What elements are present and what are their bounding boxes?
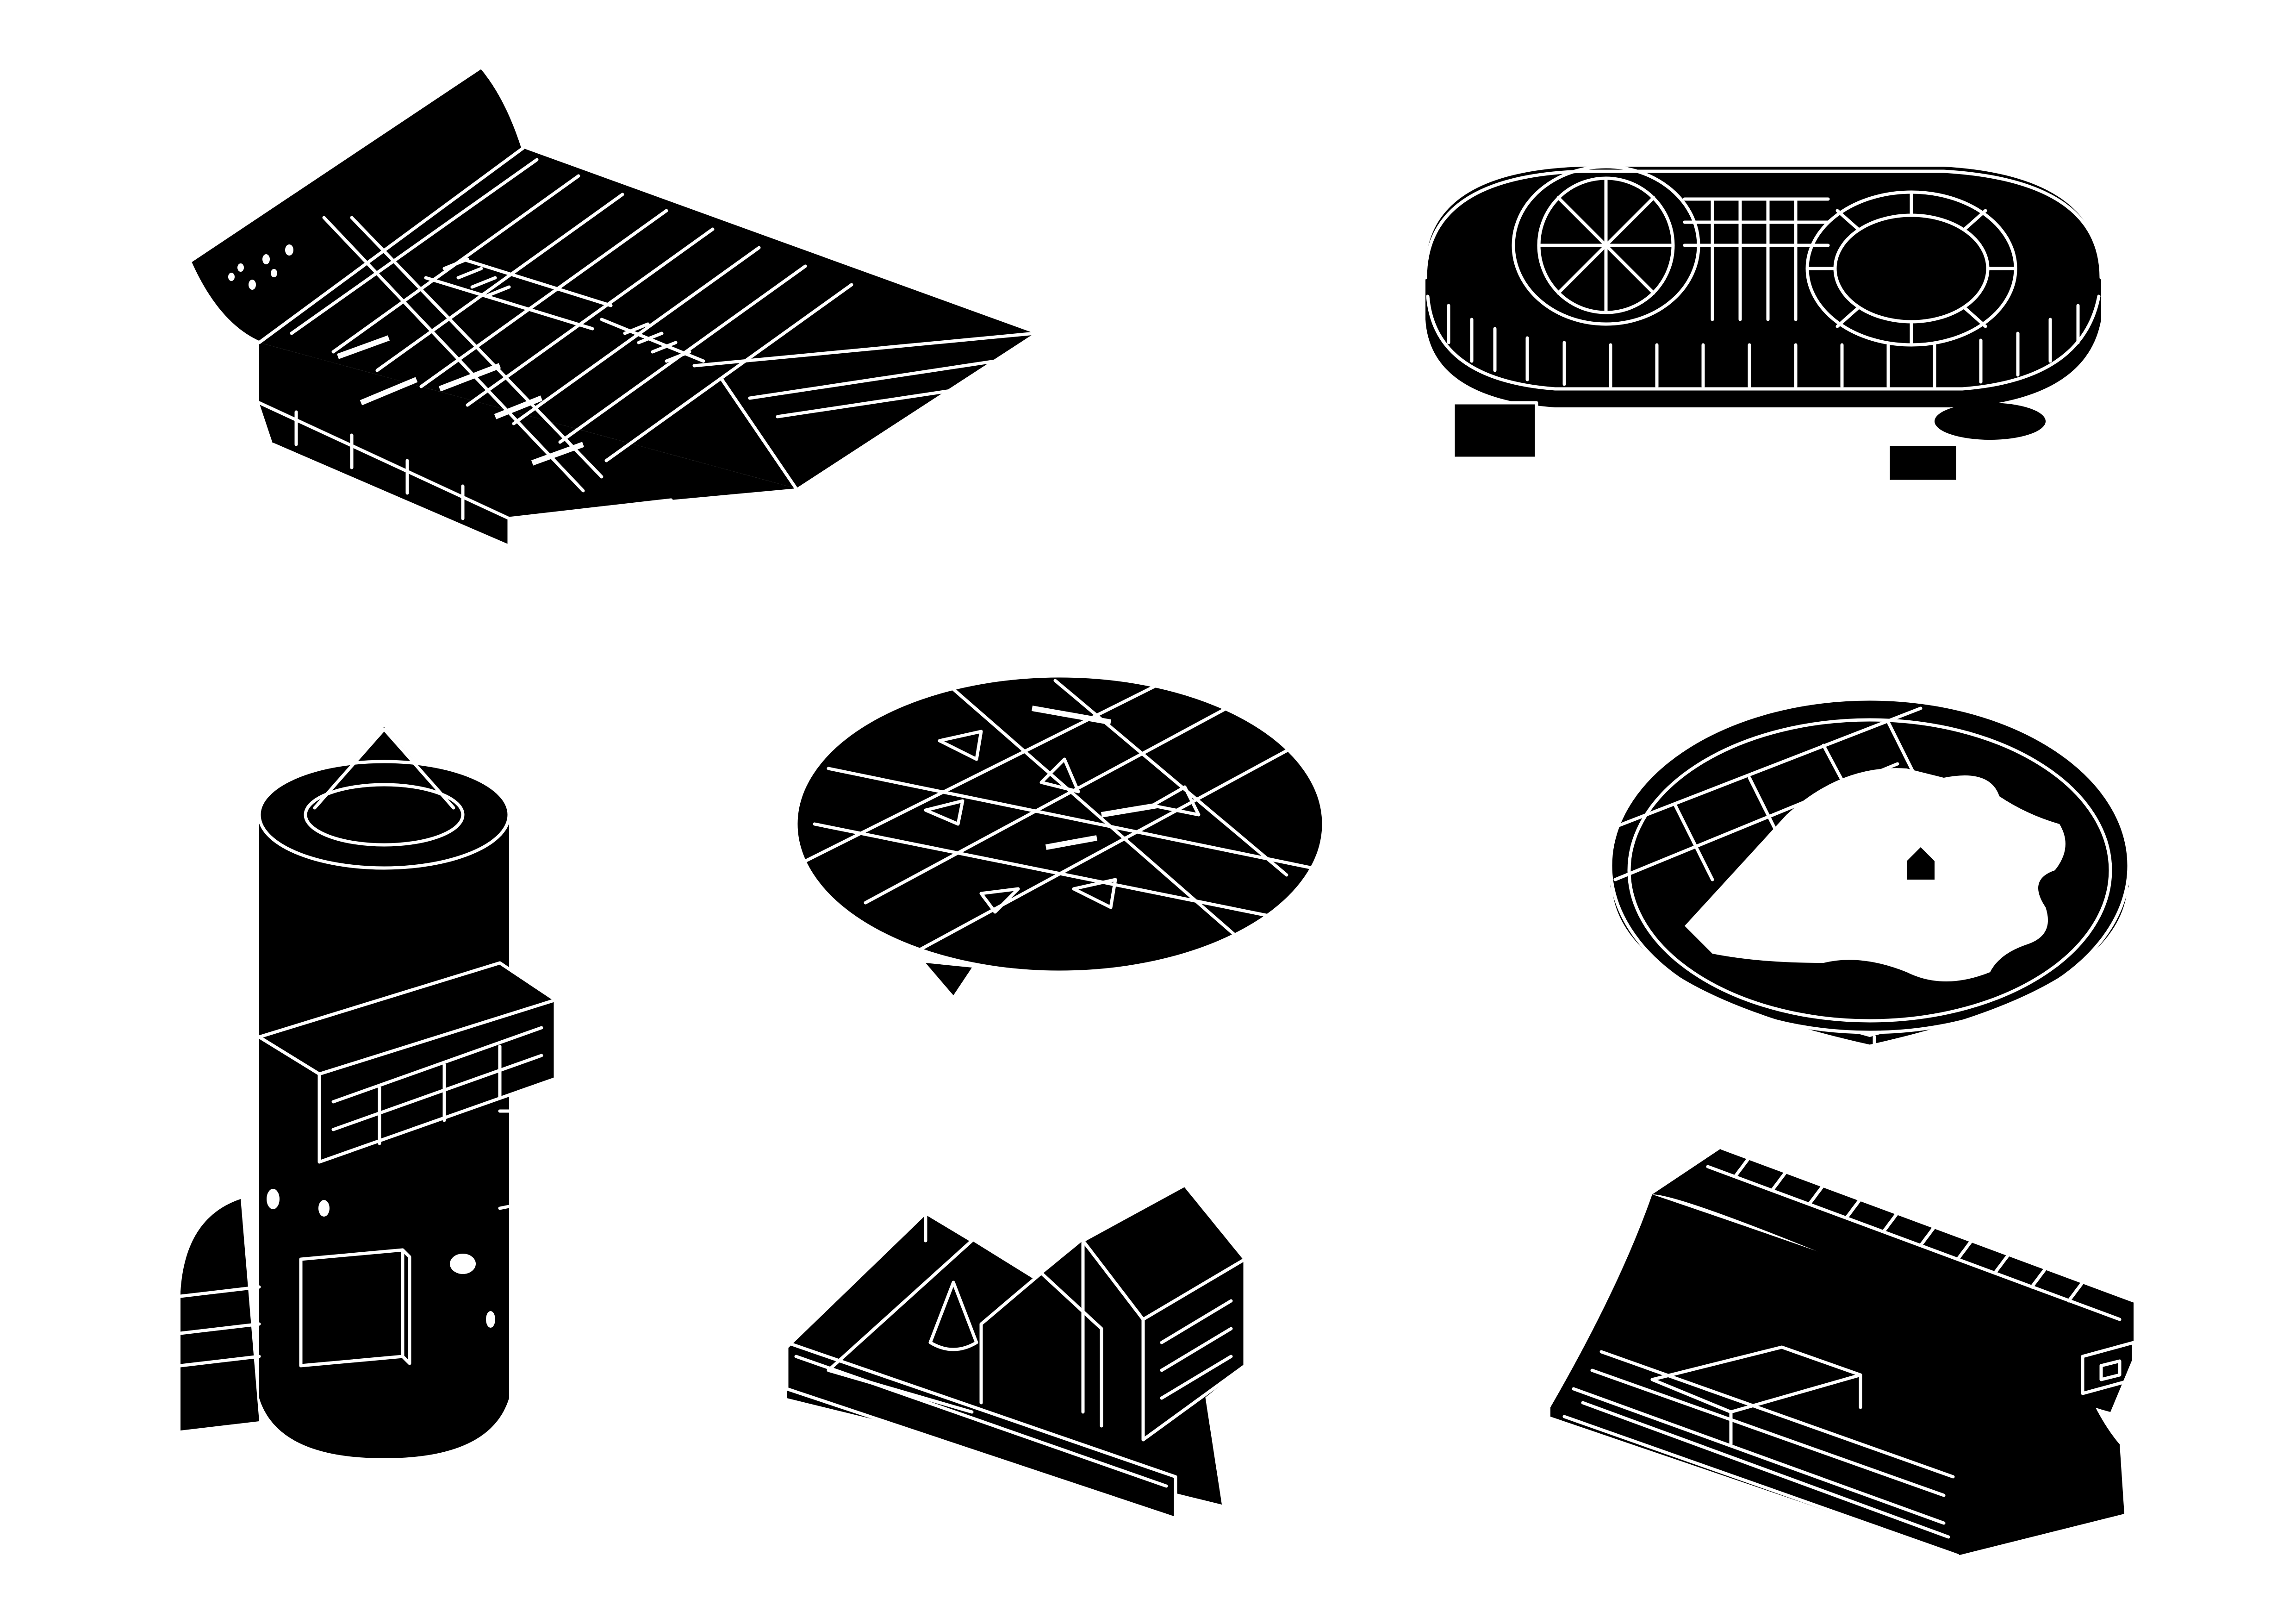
gabled-house-court-drawing [785,1183,1247,1520]
skatepark-ramps-drawing [188,65,1036,548]
elliptical-plaza-drawing [794,674,1325,995]
oval-pavilion-drawing [1424,165,2103,483]
cylinder-tower-drawing [179,727,557,1458]
round-pool-platform-drawing [1609,697,2131,1062]
halfpipe-stand-drawing [1550,1146,2135,1557]
